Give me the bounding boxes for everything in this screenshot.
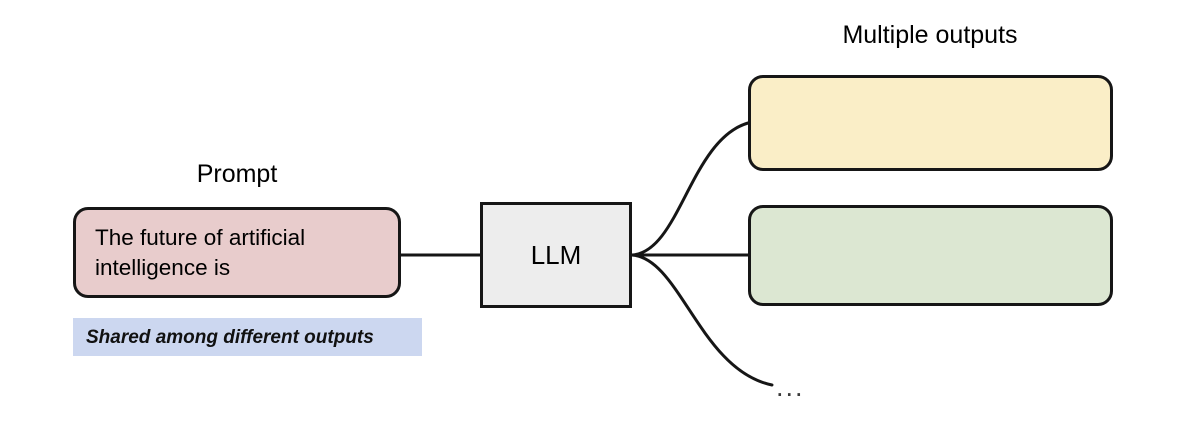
edge-llm-to-output-1 [630,121,750,257]
shared-note-label: Shared among different outputs [86,326,374,348]
output-box-2[interactable] [748,205,1113,306]
multiple-outputs-heading: Multiple outputs [842,21,1018,49]
output-box-1[interactable] [748,75,1113,171]
shared-among-outputs-note: Shared among different outputs [73,318,422,356]
llm-label: LLM [530,240,582,270]
ellipsis-more-outputs: ... [776,372,805,402]
llm-box[interactable]: LLM [480,202,632,308]
prompt-heading: Prompt [196,160,278,188]
prompt-box[interactable]: The future of artificial intelligence is [73,207,401,298]
prompt-text: The future of artificial intelligence is [95,225,306,280]
